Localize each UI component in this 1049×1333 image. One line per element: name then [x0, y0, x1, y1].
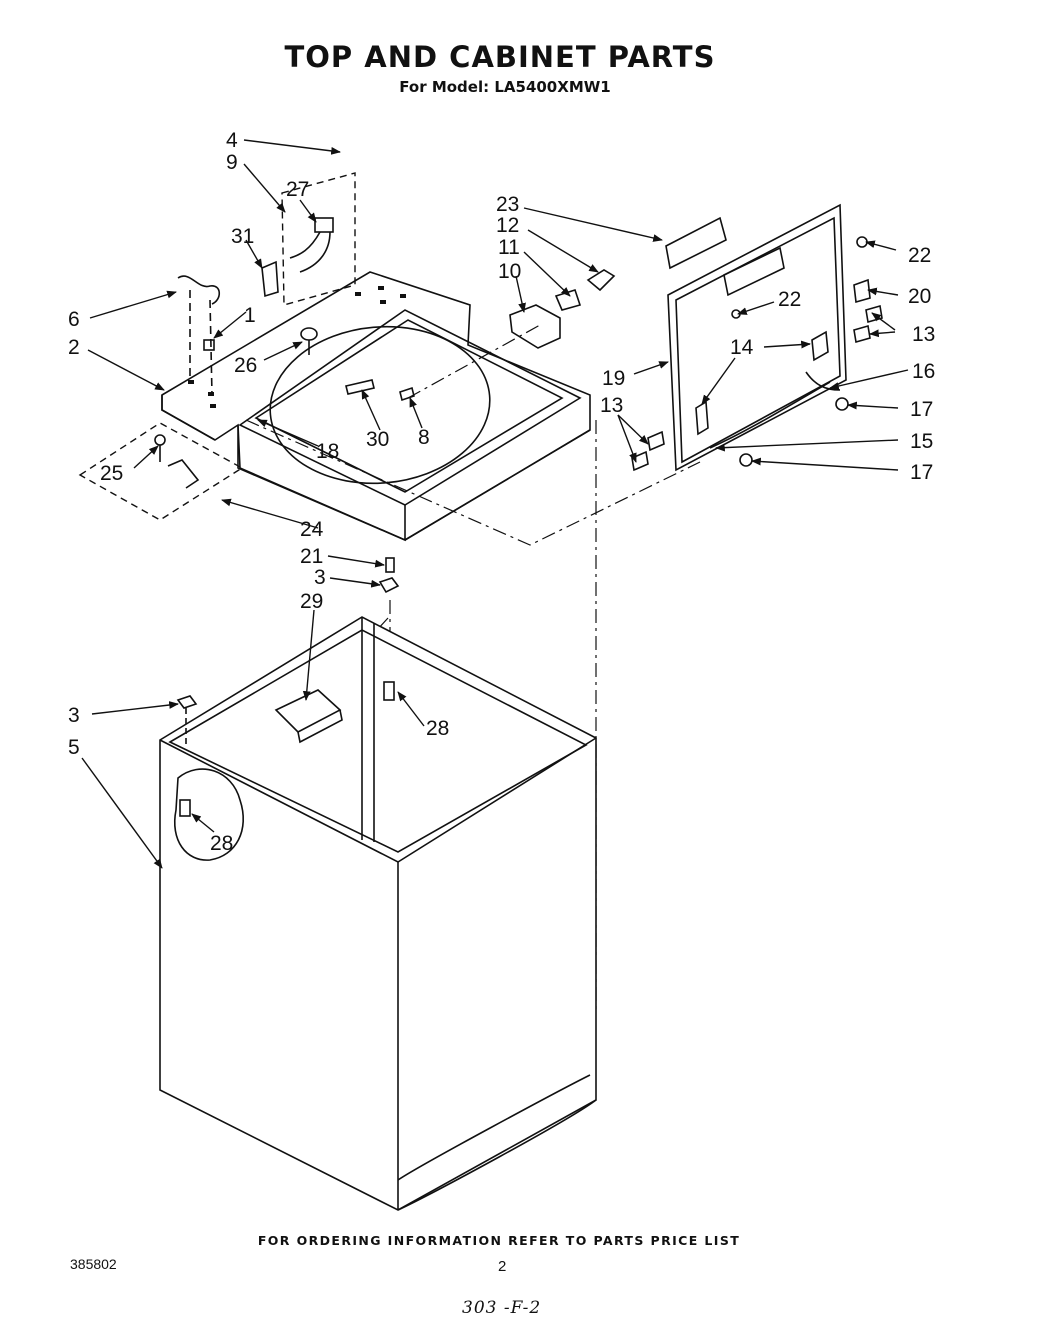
- cabinet: [159, 616, 597, 1211]
- document-number: 385802: [70, 1256, 117, 1272]
- callout-28-lower: 28: [210, 832, 233, 855]
- callout-24: 24: [300, 518, 324, 541]
- callout-26: 26: [234, 354, 257, 377]
- callout-8: 8: [418, 426, 430, 449]
- wire-clip: [261, 260, 279, 298]
- callout-20: 20: [908, 285, 931, 308]
- callout-19: 19: [602, 367, 625, 390]
- callout-14: 14: [730, 336, 754, 359]
- callout-18: 18: [316, 440, 339, 463]
- callout-5: 5: [68, 736, 80, 759]
- callout-13-right: 13: [912, 323, 935, 346]
- callout-15: 15: [910, 430, 933, 453]
- page-number: 2: [498, 1258, 507, 1275]
- callout-10: 10: [498, 260, 521, 283]
- console-fasteners: [631, 236, 883, 472]
- callout-27: 27: [286, 178, 309, 201]
- leader-arrows: [81, 139, 909, 869]
- page-title: TOP AND CABINET PARTS: [284, 40, 716, 74]
- callout-3-upper: 3: [314, 566, 326, 589]
- model-subtitle: For Model: LA5400XMW1: [399, 78, 611, 96]
- lid-switch: [289, 217, 334, 273]
- callout-12: 12: [496, 214, 519, 237]
- hinge-bracket-box: [78, 422, 244, 521]
- callout-21: 21: [300, 545, 323, 568]
- handwritten-reference: 303 -F-2: [462, 1298, 542, 1318]
- callout-23: 23: [496, 193, 519, 216]
- callout-29: 29: [300, 590, 323, 613]
- callout-13-left: 13: [600, 394, 623, 417]
- callout-22-top: 22: [908, 244, 931, 267]
- callout-6: 6: [68, 308, 80, 331]
- callout-16: 16: [912, 360, 935, 383]
- console-back-panel: [665, 203, 847, 472]
- callout-9: 9: [226, 151, 238, 174]
- callout-1: 1: [244, 304, 256, 327]
- ordering-info-note: FOR ORDERING INFORMATION REFER TO PARTS …: [257, 1233, 741, 1248]
- spring-and-screw: [345, 379, 415, 402]
- lid-switch-parts: [509, 269, 616, 349]
- lid-switch-box: [281, 172, 356, 306]
- callout-28-upper: 28: [426, 717, 449, 740]
- callout-3-lower: 3: [68, 704, 80, 727]
- callout-2: 2: [68, 336, 80, 359]
- hinge-bracket: [154, 434, 200, 489]
- callout-17-lower: 17: [910, 461, 933, 484]
- callout-22-mid: 22: [778, 288, 801, 311]
- callout-11: 11: [498, 236, 520, 259]
- top-panel-holes: [188, 286, 406, 408]
- grommet: [300, 327, 318, 355]
- hinge-assembly: [177, 275, 221, 396]
- washer-top-panel: [161, 271, 591, 542]
- cabinet-fasteners: [176, 557, 400, 817]
- callout-17-upper: 17: [910, 398, 933, 421]
- callout-labels: 4 9 27 31 6 1 2 26 25 18 30 8 24 23 12 1…: [68, 129, 935, 855]
- callout-4: 4: [226, 129, 238, 152]
- callout-30: 30: [366, 428, 389, 451]
- callout-25: 25: [100, 462, 123, 485]
- callout-31: 31: [231, 225, 254, 248]
